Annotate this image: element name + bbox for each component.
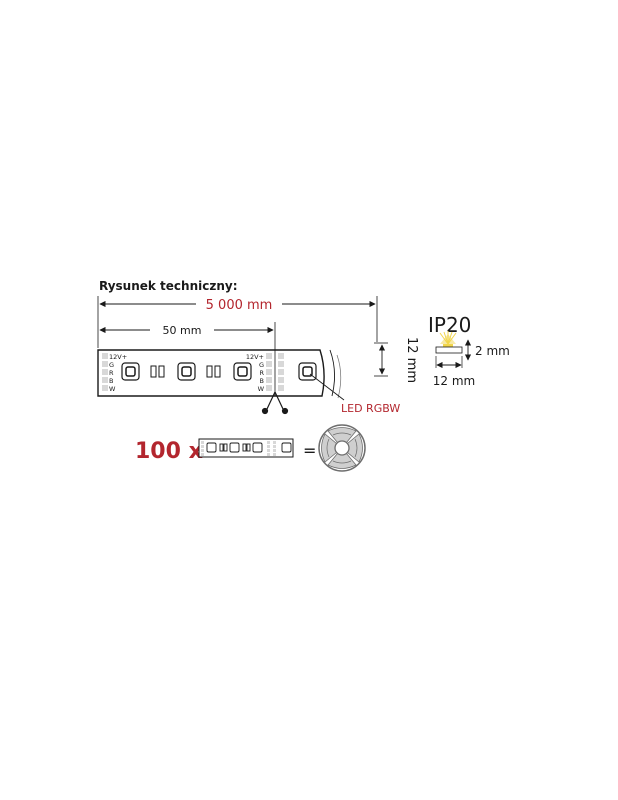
left-contact-pads bbox=[102, 353, 108, 391]
pin-label-mid-4: W bbox=[258, 385, 265, 393]
mid-contact-pads-right bbox=[278, 353, 284, 391]
pin-label-mid-3: B bbox=[260, 377, 264, 385]
profile-width-label: 12 mm bbox=[433, 374, 475, 388]
pin-label-left-0: 12V+ bbox=[109, 353, 127, 361]
led-chip bbox=[177, 362, 196, 381]
led-callout-line bbox=[309, 373, 345, 401]
resistor-pair bbox=[206, 365, 221, 378]
led-glow-icon bbox=[439, 331, 457, 347]
scissors-icon bbox=[261, 391, 289, 415]
pin-label-left-4: W bbox=[109, 385, 116, 393]
pin-label-left-2: R bbox=[109, 369, 114, 377]
resistor-pair bbox=[150, 365, 165, 378]
equals-sign: = bbox=[303, 441, 316, 460]
profile-cross-section bbox=[435, 346, 463, 354]
pin-label-left-1: G bbox=[109, 361, 114, 369]
led-chip bbox=[121, 362, 140, 381]
pin-label-mid-1: G bbox=[259, 361, 264, 369]
profile-height-label: 2 mm bbox=[475, 344, 510, 358]
ip-rating: IP20 bbox=[428, 313, 471, 337]
roll-quantity: 100 x bbox=[135, 439, 203, 464]
mid-contact-pads-left bbox=[266, 353, 272, 391]
pin-label-mid-0: 12V+ bbox=[246, 353, 264, 361]
strip-break-curve-1 bbox=[329, 349, 335, 397]
led-type-label: LED RGBW bbox=[341, 402, 400, 415]
total-length-label: 5 000 mm bbox=[206, 298, 273, 313]
strip-width-label: 12 mm bbox=[404, 337, 419, 383]
segment-length-label: 50 mm bbox=[163, 324, 202, 337]
pin-label-left-3: B bbox=[109, 377, 113, 385]
led-strip-outline bbox=[97, 349, 325, 397]
pin-label-mid-2: R bbox=[259, 369, 264, 377]
drawing-title: Rysunek techniczny: bbox=[99, 279, 238, 293]
reel-icon bbox=[318, 424, 366, 472]
led-chip bbox=[233, 362, 252, 381]
led-chip bbox=[298, 362, 317, 381]
mini-strip-icon bbox=[198, 438, 294, 458]
strip-break-curve-2 bbox=[336, 354, 342, 399]
